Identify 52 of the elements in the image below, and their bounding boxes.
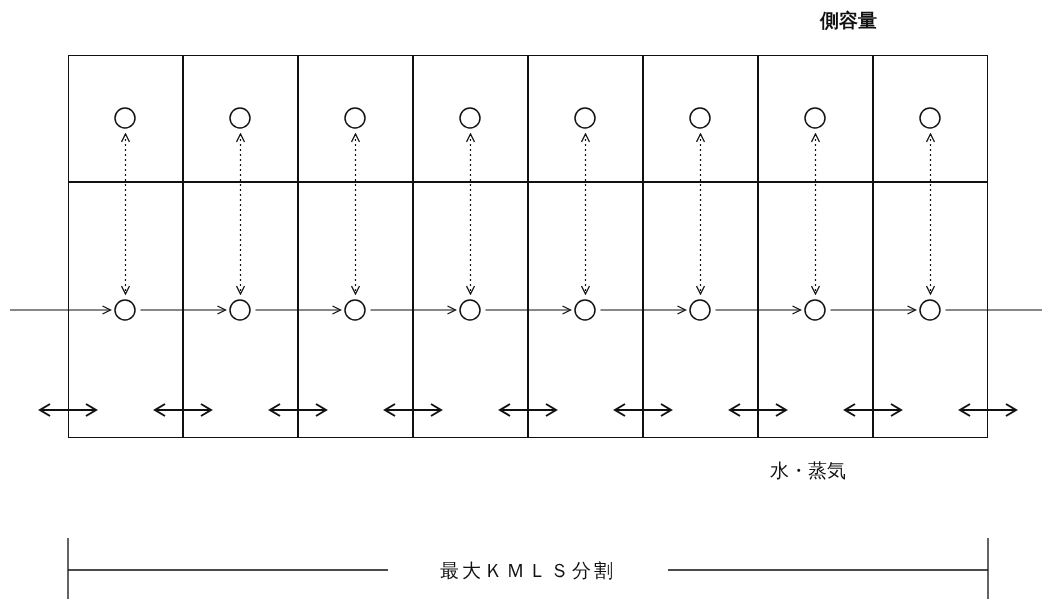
arrow [369, 305, 457, 315]
side-volume-cell [873, 55, 988, 182]
side-volume-cell [643, 55, 758, 182]
side-volume-cell [528, 55, 643, 182]
water-steam-cell [68, 182, 183, 438]
node-circle [804, 106, 826, 129]
arrow [139, 305, 227, 315]
double-arrow [580, 133, 591, 295]
double-arrow [925, 133, 936, 295]
node-circle [229, 106, 251, 129]
side-volume-cell [758, 55, 873, 182]
arrow [254, 305, 342, 315]
node-circle [689, 106, 711, 129]
side-volume-cell [183, 55, 298, 182]
double-arrow [810, 133, 821, 295]
node-circle [459, 298, 481, 321]
node-circle [689, 298, 711, 321]
water-steam-cell [528, 182, 643, 438]
double-arrow [120, 133, 131, 295]
water-steam-cell [413, 182, 528, 438]
dimension-label: 最大ＫＭＬＳ分割 [440, 559, 616, 583]
side-volume-cell [68, 55, 183, 182]
node-circle [804, 298, 826, 321]
side-volume-cell [413, 55, 528, 182]
arrow [714, 305, 802, 315]
node-circle [919, 106, 941, 129]
row-label: 側容量 [820, 9, 877, 33]
double-arrow [465, 133, 476, 295]
node-circle [344, 106, 366, 129]
water-steam-cell [873, 182, 988, 438]
node-circle [229, 298, 251, 321]
node-circle [919, 298, 941, 321]
double-arrow [695, 133, 706, 295]
node-circle [574, 298, 596, 321]
water-steam-cell [183, 182, 298, 438]
arrow [9, 305, 112, 315]
node-circle [344, 298, 366, 321]
arrow [829, 305, 917, 315]
water-steam-cell [758, 182, 873, 438]
node-circle [574, 106, 596, 129]
arrow [484, 305, 572, 315]
side-volume-cell [298, 55, 413, 182]
arrow [599, 305, 687, 315]
line [944, 309, 1043, 311]
double-arrow [235, 133, 246, 295]
water-steam-cell [298, 182, 413, 438]
water-steam-cell [643, 182, 758, 438]
node-circle [459, 106, 481, 129]
row-label: 水・蒸気 [770, 459, 846, 483]
node-circle [114, 106, 136, 129]
double-arrow [350, 133, 361, 295]
node-circle [114, 298, 136, 321]
